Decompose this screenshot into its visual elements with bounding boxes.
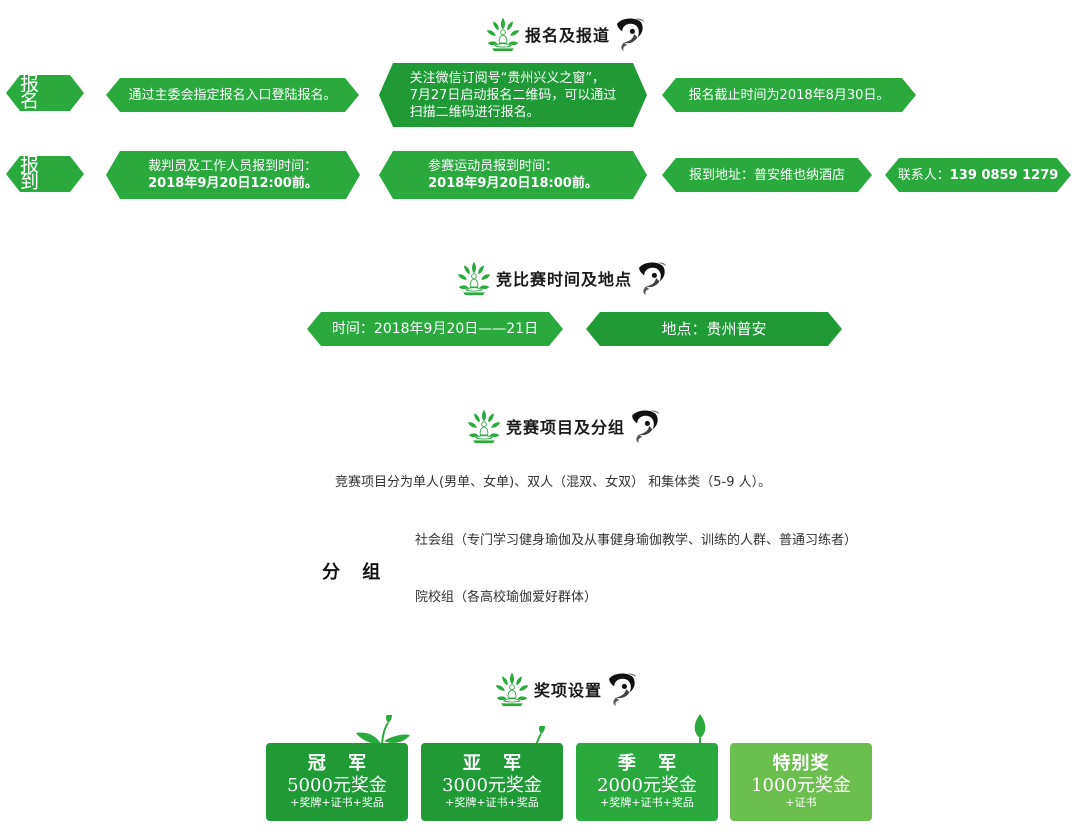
section-heading-registration: 报名及报道 — [485, 14, 646, 54]
contact-info-text: 联系人：139 0859 1279 — [884, 167, 1073, 184]
section-title: 竞赛项目及分组 — [506, 418, 626, 437]
award-card-runner-up: 亚 军 3000元奖金 +奖牌+证书+奖品 — [421, 743, 563, 821]
event-place: 地点：贵州普安 — [586, 312, 842, 346]
contact-number: 139 0859 1279 — [949, 167, 1059, 183]
section-heading-time-place: 竞比赛时间及地点 — [456, 258, 668, 298]
leaf-icon — [690, 714, 710, 746]
award-prize: 3000元奖金 — [442, 775, 542, 796]
award-prize: 5000元奖金 — [287, 775, 387, 796]
award-title: 亚 军 — [462, 753, 530, 774]
group-college: 院校组（各高校瑜伽爱好群体） — [415, 590, 598, 605]
staff-checkin-line-2: 2018年9月20日12:00前。 — [148, 176, 318, 191]
registration-method: 通过主委会指定报名入口登陆报名。 — [106, 78, 359, 112]
section-title: 竞比赛时间及地点 — [496, 270, 633, 289]
contact-label: 联系人： — [897, 167, 950, 183]
staff-checkin: 裁判员及工作人员报到时间： 2018年9月20日12:00前。 — [106, 151, 360, 199]
award-extra: +奖牌+证书+奖品 — [290, 796, 384, 809]
section-heading-events: 竞赛项目及分组 — [466, 406, 661, 446]
section-heading-awards: 奖项设置 — [494, 669, 638, 709]
section-title: 报名及报道 — [525, 26, 611, 45]
contact-info: 联系人：139 0859 1279 — [885, 158, 1071, 192]
wechat-line-2: 7月27日启动报名二维码，可以通过 — [409, 87, 617, 103]
group-title: 分 组 — [322, 562, 389, 583]
award-extra: +证书 — [785, 796, 817, 809]
section-title: 奖项设置 — [534, 681, 603, 700]
checkin-label: 报 到 — [6, 156, 84, 192]
checkin-label-text: 报 到 — [20, 154, 54, 193]
registration-deadline: 报名截止时间为2018年8月30日。 — [662, 78, 916, 112]
wechat-line-1: 关注微信订阅号“贵州兴义之窗”， — [409, 70, 606, 86]
staff-checkin-line-1: 裁判员及工作人员报到时间： — [148, 159, 318, 174]
athlete-checkin-text: 参赛运动员报到时间： 2018年9月20日18:00前。 — [388, 158, 638, 192]
ink-swirl-icon — [604, 670, 638, 708]
award-prize: 1000元奖金 — [751, 775, 851, 796]
award-extra: +奖牌+证书+奖品 — [600, 796, 694, 809]
award-title: 特别奖 — [772, 753, 830, 774]
lotus-yoga-icon — [456, 260, 492, 296]
lotus-yoga-icon — [494, 671, 530, 707]
registration-label-text: 报 名 — [20, 73, 54, 112]
event-time-text: 时间：2018年9月20日——21日 — [331, 320, 539, 337]
wechat-registration-text: 关注微信订阅号“贵州兴义之窗”， 7月27日启动报名二维码，可以通过 扫描二维码… — [388, 70, 639, 121]
athlete-checkin-line-2: 2018年9月20日18:00前。 — [428, 176, 598, 191]
event-time: 时间：2018年9月20日——21日 — [307, 312, 563, 346]
registration-deadline-text: 报名截止时间为2018年8月30日。 — [688, 87, 890, 103]
award-card-third: 季 军 2000元奖金 +奖牌+证书+奖品 — [576, 743, 718, 821]
lotus-yoga-icon — [485, 16, 521, 52]
registration-method-text: 通过主委会指定报名入口登陆报名。 — [128, 87, 337, 103]
award-prize: 2000元奖金 — [597, 775, 697, 796]
checkin-address-text: 报到地址：普安维也纳酒店 — [688, 167, 845, 183]
ink-swirl-icon — [627, 407, 661, 445]
athlete-checkin-line-1: 参赛运动员报到时间： — [428, 159, 559, 174]
events-description: 竞赛项目分为单人(男单、女单)、双人（混双、女双） 和集体类（5-9 人）。 — [335, 475, 772, 490]
staff-checkin-text: 裁判员及工作人员报到时间： 2018年9月20日12:00前。 — [120, 158, 346, 192]
ink-swirl-icon — [634, 259, 668, 297]
award-title: 冠 军 — [307, 753, 375, 774]
wechat-line-3: 扫描二维码进行报名。 — [409, 104, 540, 120]
award-extra: +奖牌+证书+奖品 — [445, 796, 539, 809]
wechat-registration: 关注微信订阅号“贵州兴义之窗”， 7月27日启动报名二维码，可以通过 扫描二维码… — [379, 63, 647, 127]
athlete-checkin: 参赛运动员报到时间： 2018年9月20日18:00前。 — [379, 151, 647, 199]
award-card-special: 特别奖 1000元奖金 +证书 — [730, 743, 872, 821]
registration-label: 报 名 — [6, 75, 84, 111]
checkin-address: 报到地址：普安维也纳酒店 — [662, 158, 872, 192]
ink-swirl-icon — [612, 15, 646, 53]
event-place-text: 地点：贵州普安 — [661, 319, 767, 338]
award-card-champion: 冠 军 5000元奖金 +奖牌+证书+奖品 — [266, 743, 408, 821]
award-title: 季 军 — [617, 753, 685, 774]
lotus-yoga-icon — [466, 408, 502, 444]
group-social: 社会组（专门学习健身瑜伽及从事健身瑜伽教学、训练的人群、普通习练者） — [415, 533, 858, 548]
